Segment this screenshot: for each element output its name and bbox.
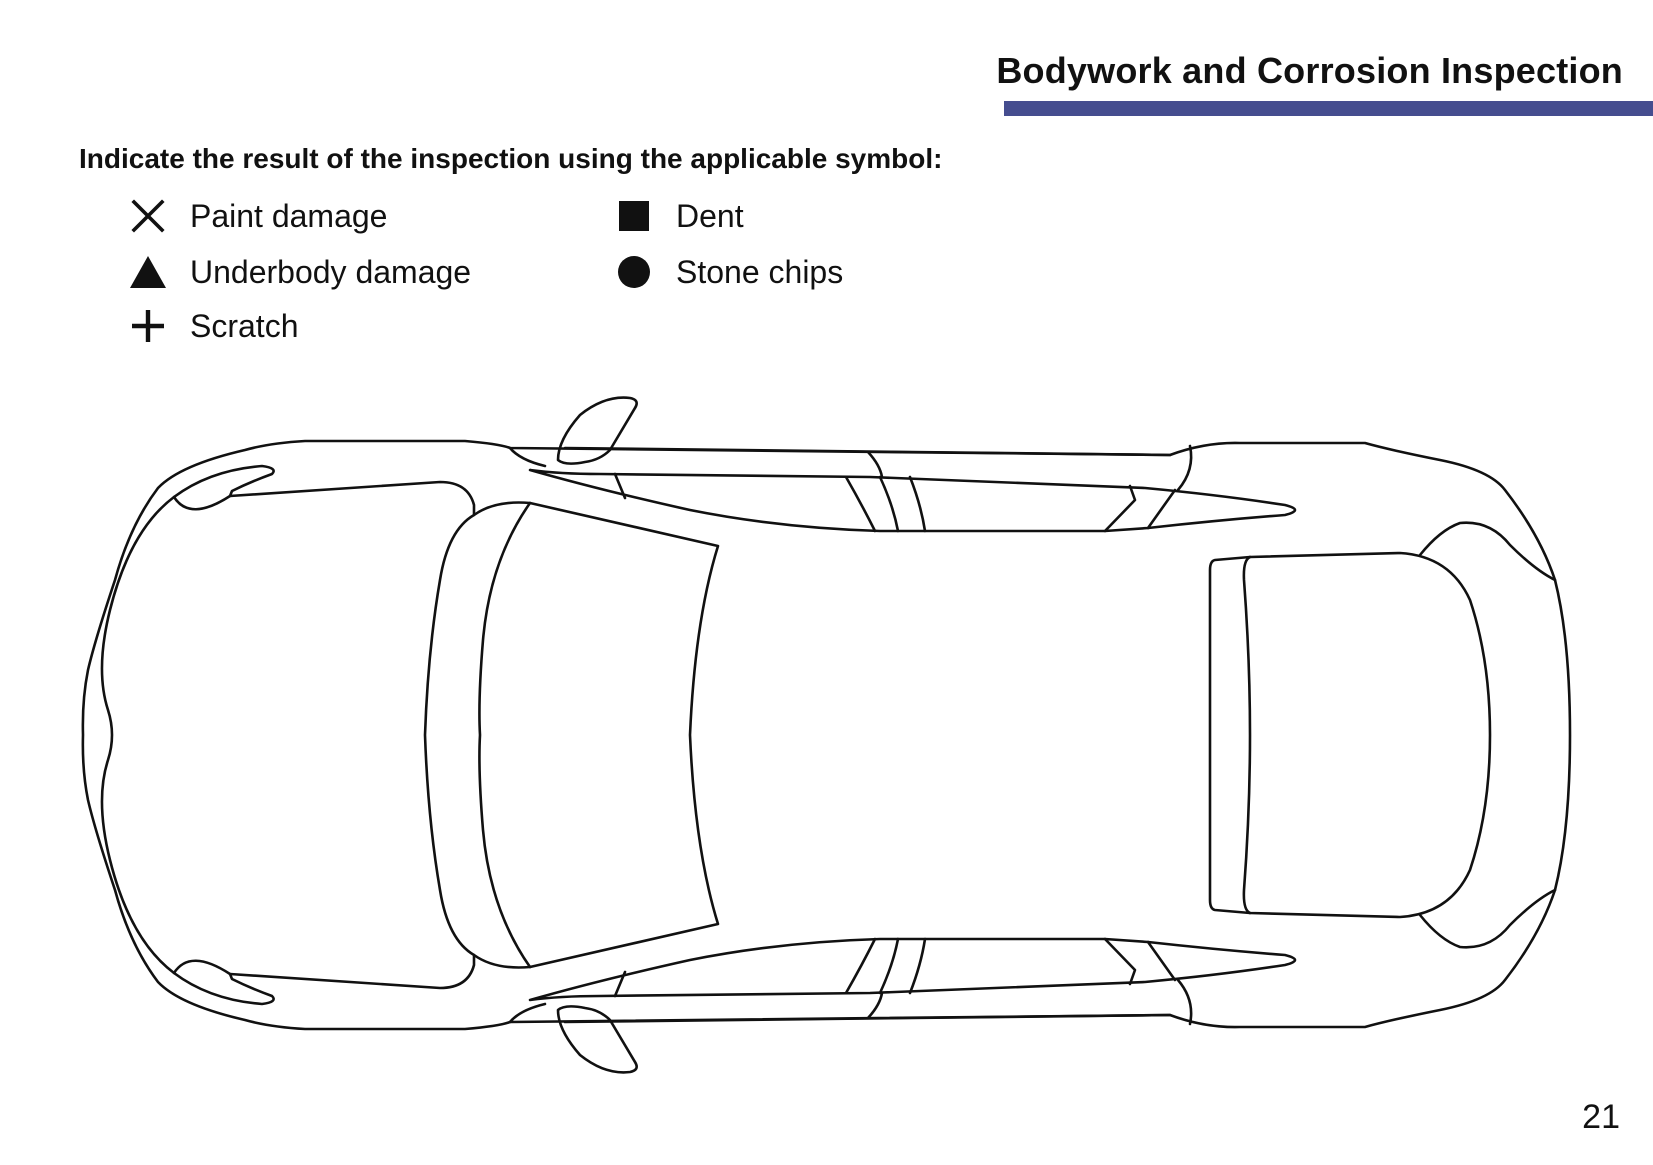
top-c-pillar <box>1176 444 1193 492</box>
mirror-top <box>556 396 638 465</box>
mirror-top-arm <box>508 446 547 468</box>
headlight-bottom <box>172 959 275 1006</box>
bottom-door-line-2 <box>844 937 877 995</box>
legend-item-paint-damage: Paint damage <box>128 196 387 236</box>
windshield-outer <box>472 501 720 969</box>
header-accent-bar <box>1004 101 1653 116</box>
bottom-door-line-3 <box>878 937 900 995</box>
top-b-pillar <box>866 450 884 479</box>
front-bumper-line <box>100 495 176 975</box>
bottom-door-line-4 <box>908 937 927 995</box>
legend-item-scratch: Scratch <box>128 306 298 346</box>
bottom-b-pillar <box>866 991 884 1020</box>
mirror-bottom-arm <box>508 1002 547 1024</box>
legend-label: Scratch <box>190 307 299 344</box>
legend-item-underbody-damage: Underbody damage <box>128 252 471 292</box>
windshield-inner <box>478 501 532 969</box>
legend-label: Stone chips <box>676 253 844 290</box>
headlight-top <box>172 464 275 511</box>
top-door-line-3 <box>878 475 900 533</box>
page-header-title: Bodywork and Corrosion Inspection <box>996 50 1623 91</box>
legend-label: Paint damage <box>190 197 388 234</box>
plus-icon <box>128 306 168 346</box>
legend-label: Dent <box>676 197 744 234</box>
legend-item-stone-chips: Stone chips <box>614 252 843 292</box>
top-door-line-6 <box>1146 488 1177 530</box>
circle-icon <box>614 252 654 292</box>
bottom-door-line-1 <box>613 970 627 998</box>
square-icon <box>614 196 654 236</box>
taillight-top <box>1418 521 1557 582</box>
car-body-outline <box>81 439 1572 1031</box>
rear-window-inner <box>1242 555 1252 915</box>
legend-item-dent: Dent <box>614 196 744 236</box>
triangle-icon <box>128 252 168 292</box>
bottom-c-pillar <box>1176 978 1193 1026</box>
top-door-line-2 <box>844 475 877 533</box>
mirror-bottom <box>556 1005 638 1074</box>
taillight-bottom <box>1418 888 1557 949</box>
bottom-door-line-6 <box>1146 940 1177 982</box>
x-cross-icon <box>128 196 168 236</box>
rear-window-outer <box>1208 551 1492 919</box>
top-window-strip <box>528 468 1297 533</box>
hood-outline <box>228 480 476 990</box>
top-door-line-5 <box>1103 484 1137 533</box>
top-door-line-4 <box>908 475 927 533</box>
top-door-line-1 <box>613 472 627 500</box>
page-number: 21 <box>1582 1098 1620 1136</box>
bottom-door-line-5 <box>1103 937 1137 986</box>
legend-label: Underbody damage <box>190 253 472 290</box>
instruction-text: Indicate the result of the inspection us… <box>79 143 943 174</box>
bottom-window-strip <box>528 937 1297 1002</box>
